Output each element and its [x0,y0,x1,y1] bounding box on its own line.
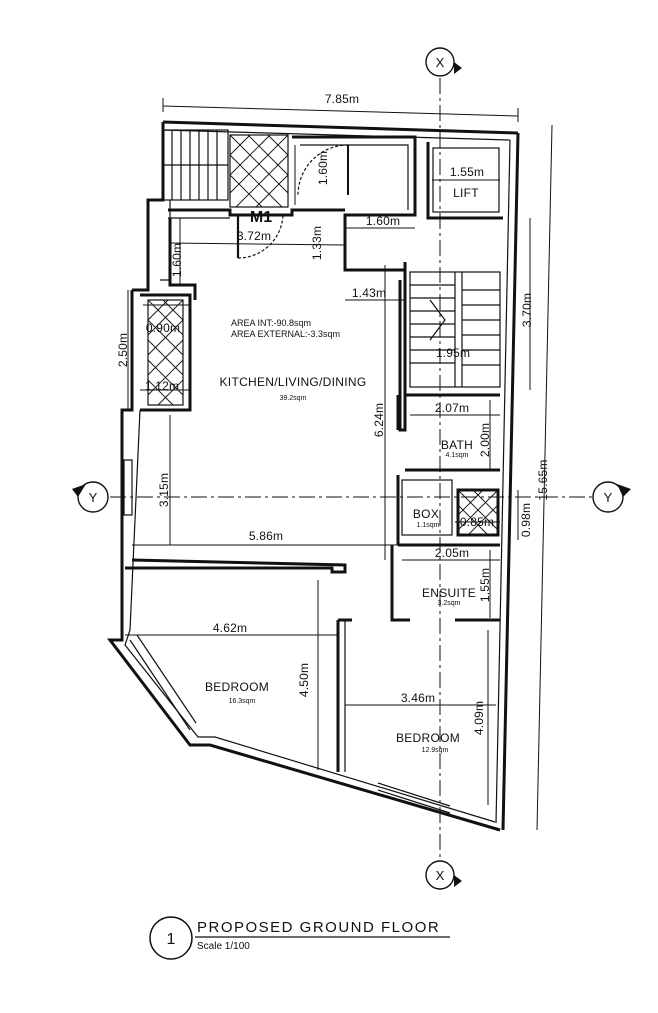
dim-entry-width: 1.60m [170,243,184,277]
dim-window-bottom: 1.12m [145,379,179,393]
dim-bedroom2-height: 4.09m [472,701,486,735]
dim-window-height: 2.50m [116,333,130,367]
dimension-labels: 7.85m 15.65m 1.55m 1.60m 1.60m 3.72m 1.6… [116,92,550,735]
hatch-entry [229,134,289,208]
grid-marker-x-top: X [425,47,462,77]
dim-living-width: 5.86m [249,529,283,543]
dim-stair-width: 1.95m [436,346,470,360]
grid-marker-y-right: Y [592,481,631,513]
dim-stair-top: 1.33m [310,226,324,260]
grid-marker-y-left: Y [72,481,109,513]
stairs-core [410,272,500,387]
dimension-lines [125,98,553,831]
grid-lines [110,78,595,868]
title-text: PROPOSED GROUND FLOOR [197,919,440,936]
title-scale: Scale 1/100 [197,941,250,952]
room-area-kitchen: 39.2sqm [280,395,307,402]
grid-label-x-top: X [436,55,445,70]
title-block: 1 PROPOSED GROUND FLOOR Scale 1/100 [149,916,450,960]
hatch-shaft [457,489,499,536]
grid-marker-x-bottom: X [425,860,462,890]
grid-label-y-left: Y [89,490,98,505]
room-name-box: BOX [413,507,439,521]
area-note-internal: AREA INT:-90.8sqm [231,318,311,328]
room-name-ensuite: ENSUITE [422,586,476,600]
dim-window-top: 0.90m [146,321,180,335]
dim-stair-height: 3.70m [520,293,534,327]
window-left [123,459,133,516]
dim-ensuite-width: 2.05m [435,546,469,560]
grid-label-y-right: Y [604,490,613,505]
room-area-bedroom1: 16.3sqm [229,698,256,705]
dim-living-left: 3.15m [157,473,171,507]
dim-shaft-height: 0.98m [519,503,533,537]
room-area-bath: 4.1sqm [446,452,469,459]
room-name-bedroom2: BEDROOM [396,731,460,745]
dim-bedroom1-width: 4.62m [213,621,247,635]
dim-door-width: 1.60m [316,151,330,185]
room-labels: LIFT M1 AREA INT:-90.8sqm AREA EXTERNAL:… [205,186,479,754]
room-name-lift: LIFT [453,186,479,200]
dim-bath-width: 2.07m [435,401,469,415]
dim-overall-width: 7.85m [325,92,359,106]
room-name-kitchen: KITCHEN/LIVING/DINING [220,375,367,389]
dim-entry-span: 3.72m [237,229,271,243]
dim-bedroom1-height: 4.50m [297,663,311,697]
dim-living-height: 6.24m [372,403,386,437]
door-tag-m1: M1 [250,209,272,226]
stairs-top-left [162,129,229,201]
dim-shaft-width: 0.85m [460,515,494,529]
dim-ensuite-height: 1.55m [478,568,492,602]
dim-bedroom2-width: 3.46m [401,691,435,705]
area-note-external: AREA EXTERNAL:-3.3sqm [231,329,340,339]
room-name-bedroom1: BEDROOM [205,680,269,694]
door-m1 [236,214,284,259]
door-entry [297,144,349,196]
room-area-bedroom2: 12.9sqm [422,747,449,754]
grid-label-x-bottom: X [436,868,445,883]
room-area-ensuite: 3.2sqm [438,600,461,607]
dim-stair-offset: 1.43m [352,286,386,300]
hatch-window-recess [147,299,184,406]
dim-overall-height: 15.65m [536,459,550,500]
title-number-circle [149,916,193,960]
room-area-box: 1.1sqm [417,522,440,529]
room-name-bath: BATH [441,438,473,452]
title-number: 1 [167,931,176,948]
dim-lift-width: 1.55m [450,165,484,179]
dim-top-right-span: 1.60m [366,214,400,228]
dim-bath-height: 2.00m [478,423,492,457]
